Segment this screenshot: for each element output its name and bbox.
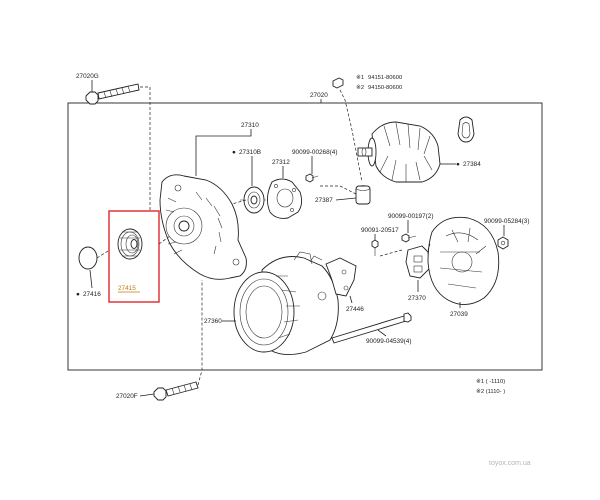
bullet-27416: ●: [76, 291, 80, 298]
bracket-27446[interactable]: [325, 257, 357, 297]
nut-90099-05284[interactable]: [497, 236, 509, 250]
through-bolt-90099-04539[interactable]: [331, 312, 412, 344]
label-90091-20517[interactable]: 90091-20517: [361, 227, 399, 234]
rotor-washer: [457, 116, 475, 143]
note-range-2: ※2 (1110- ): [476, 389, 505, 395]
retainer-plate-27312[interactable]: [267, 178, 303, 219]
note-mark-1: ※1: [356, 75, 364, 81]
screw-90099-00197[interactable]: [401, 233, 417, 243]
bearing-27387[interactable]: [355, 185, 371, 205]
label-90099-05284[interactable]: 90099-05284(3): [484, 218, 529, 225]
label-27020g[interactable]: 27020G: [76, 73, 99, 80]
label-90099-00268[interactable]: 90099-00268(4): [292, 149, 337, 156]
label-27310b[interactable]: 27310B: [239, 149, 261, 156]
note-part-94150[interactable]: 94150-80600: [368, 85, 402, 91]
bullet-27384: ●: [456, 161, 460, 168]
screw-90091-20517[interactable]: [371, 239, 379, 256]
label-27387[interactable]: 27387: [315, 197, 333, 204]
label-27020[interactable]: 27020: [310, 92, 328, 99]
rotor-27384[interactable]: [357, 121, 441, 183]
connector-clip-icon: [332, 77, 344, 89]
rear-cover-27039[interactable]: [427, 216, 500, 305]
bearing-27310b[interactable]: [240, 186, 266, 214]
assembly-frame: [67, 102, 543, 371]
label-27360[interactable]: 27360: [204, 318, 222, 325]
bullet-27310b: ●: [232, 149, 236, 156]
bolt-27020f[interactable]: [153, 381, 199, 401]
pulley-27415[interactable]: [117, 228, 143, 260]
drive-end-frame-27310[interactable]: [159, 174, 247, 280]
washer-27416[interactable]: [78, 246, 98, 270]
label-27312[interactable]: 27312: [272, 159, 290, 166]
label-27039[interactable]: 27039: [450, 311, 468, 318]
screw-90099-00268[interactable]: [305, 173, 319, 183]
brush-holder-27370[interactable]: [405, 245, 431, 279]
label-27446[interactable]: 27446: [346, 306, 364, 313]
label-27384[interactable]: 27384: [463, 161, 481, 168]
label-27415[interactable]: 27415: [118, 285, 136, 292]
note-mark-2: ※2: [356, 85, 364, 91]
bolt-27020g[interactable]: [85, 83, 140, 105]
label-27310[interactable]: 27310: [241, 122, 259, 129]
label-27416[interactable]: 27416: [83, 291, 101, 298]
label-27020f[interactable]: 27020F: [116, 393, 138, 400]
note-range-1: ※1 ( -1110): [476, 379, 505, 385]
label-90099-00197[interactable]: 90099-00197(2): [388, 213, 433, 220]
highlight-box-27415: [108, 210, 160, 303]
watermark: toyox.com.ua: [489, 460, 531, 467]
label-90099-04539[interactable]: 90099-04539(4): [366, 338, 411, 345]
stator-housing-27360[interactable]: [233, 251, 339, 355]
note-part-94151[interactable]: 94151-80600: [368, 75, 402, 81]
label-27370[interactable]: 27370: [408, 295, 426, 302]
